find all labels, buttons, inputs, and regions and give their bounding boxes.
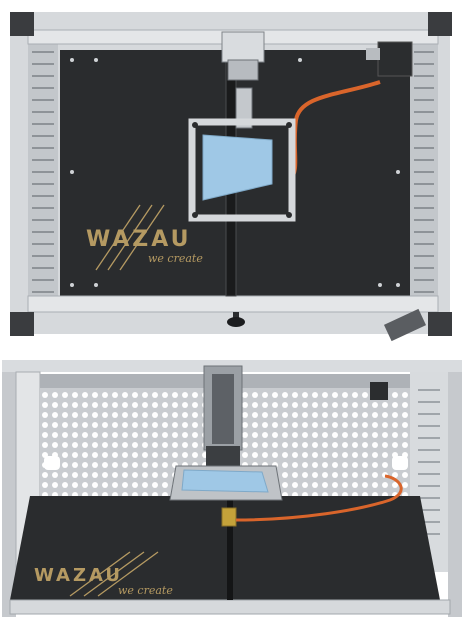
right-slat-panel [410, 40, 438, 310]
left-post [2, 360, 16, 617]
corner-block-bottom-right [428, 312, 452, 336]
foot-detail [383, 308, 427, 342]
brand-logo-stripes [95, 204, 165, 271]
knob [227, 317, 245, 327]
perspective-view-drawing: WAZAU we create [2, 360, 462, 617]
top-view-image: WAZAU we create [10, 12, 452, 342]
hose [235, 474, 403, 522]
motor-connector [366, 48, 380, 60]
brand-tagline: we create [148, 252, 203, 265]
bottom-rail [27, 295, 439, 313]
specimen [202, 134, 273, 201]
right-slats [414, 51, 434, 293]
left-slats [32, 51, 54, 293]
right-post [448, 360, 462, 617]
wall-cutout-right [392, 456, 408, 470]
valve-fitting [221, 507, 237, 527]
guide-rail [227, 500, 233, 600]
brand-logo-stripes [69, 551, 159, 597]
motor [377, 41, 413, 77]
corner-block-bottom-left [10, 312, 34, 336]
wall-cutout-left [44, 456, 60, 470]
top-view-drawing: WAZAU we create [10, 12, 452, 342]
screw-dots [70, 58, 400, 287]
grip-arm [235, 87, 253, 129]
corner-block-top-left [10, 12, 34, 36]
front-rail [9, 599, 451, 615]
carriage-block [221, 31, 265, 63]
specimen [181, 469, 269, 493]
motor [370, 382, 388, 400]
left-slat-panel [28, 40, 58, 310]
baseplate [10, 496, 440, 600]
brand-tagline: we create [118, 584, 173, 597]
frame-bolts [192, 122, 292, 218]
knob-stem [233, 312, 239, 320]
clamp-head [227, 59, 259, 81]
brand-name: WAZAU [86, 227, 191, 252]
corner-block-top-right [428, 12, 452, 36]
perspective-view-image: WAZAU we create [0, 360, 476, 617]
brand-name: WAZAU [34, 565, 123, 586]
specimen-frame [188, 118, 296, 222]
actuator-slot [212, 374, 234, 444]
